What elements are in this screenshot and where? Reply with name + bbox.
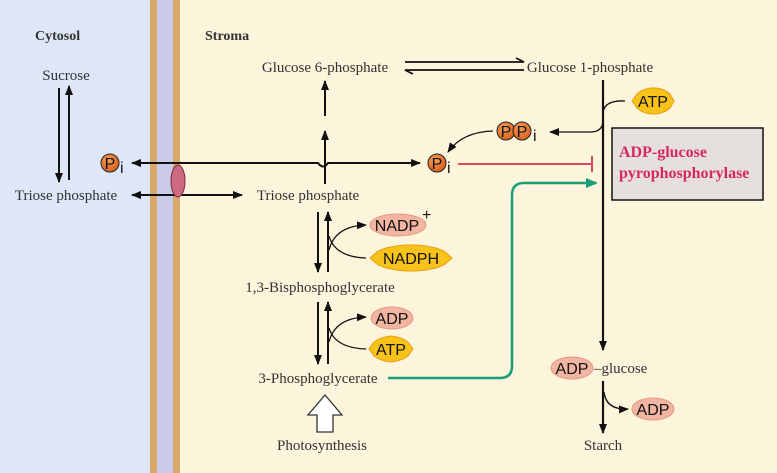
triose-phosphate-cytosol-label: Triose phosphate xyxy=(15,188,118,204)
outer-membrane xyxy=(150,0,157,473)
photosynthesis-hollow-arrow xyxy=(306,393,344,433)
photosynthesis-label: Photosynthesis xyxy=(277,438,367,454)
pi-export-arrow xyxy=(131,159,420,168)
svg-text:ADP: ADP xyxy=(637,402,670,419)
phosphate-translocator xyxy=(170,164,186,198)
phosphoglycerate-label: 3-Phosphoglycerate xyxy=(258,371,377,387)
arrow-g1p-to-g6p xyxy=(404,69,524,75)
pi-stroma: P i xyxy=(427,153,451,177)
ppi-to-pi-arrow xyxy=(447,130,494,153)
svg-text:+: + xyxy=(422,207,431,224)
svg-text:i: i xyxy=(533,128,537,145)
ppi: P P i xyxy=(496,121,537,145)
svg-text:P: P xyxy=(432,156,443,173)
svg-text:ATP: ATP xyxy=(376,342,406,359)
sucrose-label: Sucrose xyxy=(42,68,90,84)
adp-badge-starch: ADP xyxy=(631,397,675,421)
svg-text:i: i xyxy=(447,160,451,177)
triose-phosphate-stroma-label: Triose phosphate xyxy=(257,188,360,204)
starch-label: Starch xyxy=(584,438,623,454)
atp-starburst-calvin: ATP xyxy=(368,335,414,363)
cytosol-region xyxy=(0,0,150,473)
nadp-output-arrow xyxy=(328,221,367,251)
adp-glucose: ADP –glucose xyxy=(550,356,648,380)
svg-text:NADPH: NADPH xyxy=(383,251,439,268)
svg-text:i: i xyxy=(120,160,124,177)
adp-glucose-suffix: –glucose xyxy=(593,361,648,377)
nadp-plus-badge: NADP + xyxy=(369,207,431,237)
stroma-label: Stroma xyxy=(205,29,249,44)
glucose-6-phosphate-label: Glucose 6-phosphate xyxy=(262,60,389,76)
ppi-release-arrow xyxy=(549,121,604,136)
svg-text:ADP: ADP xyxy=(556,361,589,378)
atp-input-curve xyxy=(602,100,626,113)
enzyme-name-line1: ADP-glucose xyxy=(619,144,707,161)
svg-text:P: P xyxy=(501,124,512,141)
bisphosphoglycerate-label: 1,3-Bisphosphoglycerate xyxy=(245,280,395,296)
adp-release-arrow xyxy=(603,391,629,414)
svg-text:ATP: ATP xyxy=(638,94,668,111)
pi-cytosol: P i xyxy=(100,153,124,177)
arrow-g6p-to-g1p xyxy=(405,57,525,63)
adp-badge-calvin: ADP xyxy=(370,306,414,330)
atp-input-curve-calvin xyxy=(328,327,367,350)
svg-text:P: P xyxy=(105,156,116,173)
pi-inhibition-line xyxy=(458,156,593,172)
glucose-1-phosphate-label: Glucose 1-phosphate xyxy=(527,60,654,76)
atp-starburst-top: ATP xyxy=(631,87,675,115)
svg-text:P: P xyxy=(517,124,528,141)
svg-text:ADP: ADP xyxy=(376,311,409,328)
cytosol-label: Cytosol xyxy=(35,29,80,44)
nadph-input-curve xyxy=(328,235,367,259)
adp-output-arrow xyxy=(328,313,367,343)
inner-membrane xyxy=(173,0,180,473)
intermembrane-space xyxy=(157,0,173,473)
nadph-starburst: NADPH xyxy=(369,244,453,272)
stroma-region xyxy=(180,0,777,473)
svg-text:NADP: NADP xyxy=(375,218,419,235)
pga-activation-line xyxy=(388,178,598,380)
enzyme-name-line2: pyrophosphorylase xyxy=(619,165,749,182)
enzyme-box: ADP-glucose pyrophosphorylase xyxy=(611,127,764,201)
